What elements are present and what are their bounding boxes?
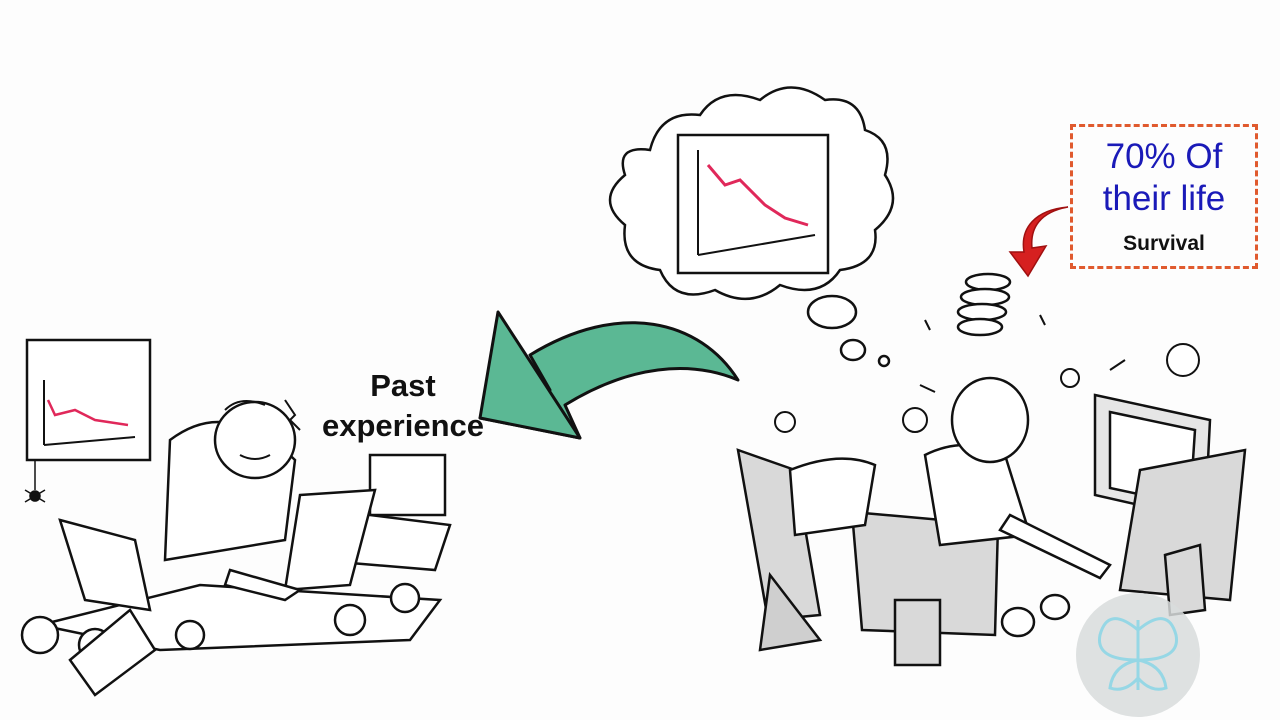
statistic-callout: 70% Of their life Survival <box>1070 124 1258 269</box>
arrow-label: Past experience <box>308 366 498 446</box>
stat-keyword: Survival <box>1123 232 1205 255</box>
arrow-label-line1: Past <box>370 368 436 403</box>
stat-description: their life <box>1102 179 1226 218</box>
wall-chart <box>25 338 152 490</box>
stat-percentage: 70% Of <box>1105 137 1223 176</box>
bubble-chart <box>676 133 830 275</box>
arrow-label-line2: experience <box>322 408 484 443</box>
spider-icon <box>24 489 46 503</box>
